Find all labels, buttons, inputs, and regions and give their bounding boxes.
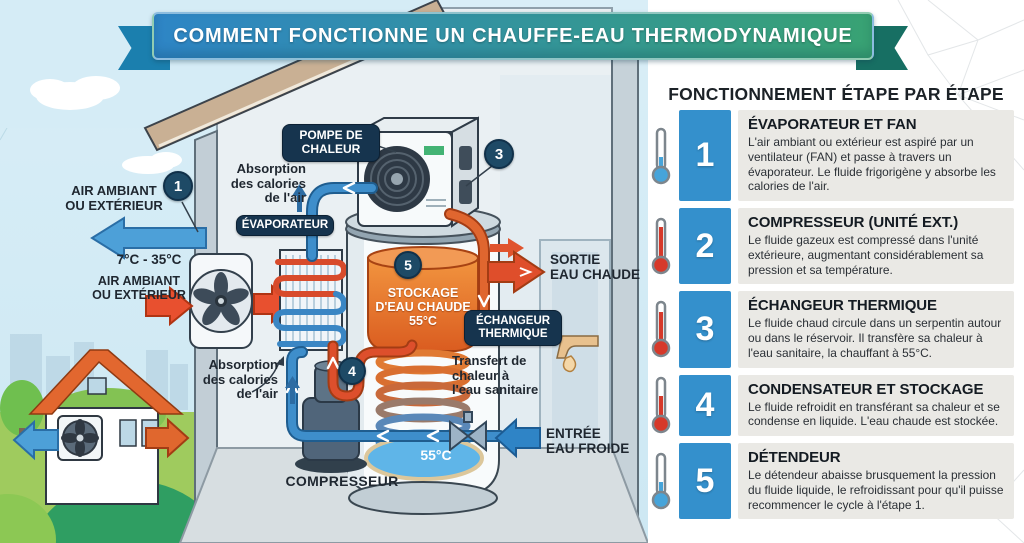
pipe-unit-to-tank (446, 210, 488, 340)
valve-icon (449, 411, 487, 453)
step-number: 1 (679, 110, 731, 201)
diagram-badge-4: 4 (338, 357, 366, 385)
air-rise-arrows (285, 184, 307, 404)
label-transfert-chaleur: Transfert de chaleur à l'eau sanitaire (452, 353, 539, 398)
wall-fan-blades (193, 272, 249, 326)
thermometer-hot-icon (651, 217, 671, 275)
badge-pompe-de-chaleur: POMPE DE CHALEUR (282, 124, 380, 162)
step-description: Le fluide chaud circule dans un serpenti… (748, 316, 1002, 360)
badge-evaporateur: ÉVAPORATEUR (236, 215, 334, 237)
air-in-arrow (145, 285, 194, 327)
step-description: Le fluide refroidit en transférant sa ch… (748, 399, 1000, 429)
wall-fan (189, 253, 253, 349)
thermometer-cold-icon (651, 127, 671, 184)
step-card: CONDENSATEUR ET STOCKAGE Le fluide refro… (738, 374, 1014, 436)
step-number: 4 (679, 374, 731, 436)
title-banner: COMMENT FONCTIONNE UN CHAUFFE-EAU THERMO… (118, 12, 908, 72)
badge-echangeur-thermique: ÉCHANGEUR THERMIQUE (464, 310, 562, 347)
step-card: ÉCHANGEUR THERMIQUE Le fluide chaud circ… (738, 291, 1014, 368)
small-house-icon (12, 349, 190, 505)
thermometer-cold-icon (651, 452, 671, 510)
step-description: Le fluide gazeux est compressé dans l'un… (748, 233, 984, 277)
step-row-1: 1 ÉVAPORATEUR ET FAN L'air ambiant ou ex… (650, 110, 1014, 201)
pompe-pointer (377, 145, 397, 153)
thermometer-hot-icon (651, 301, 671, 358)
step-number: 3 (679, 291, 731, 368)
diagram-illustration: AIR AMBIANT OU EXTÉRIEUR 7°C - 35°C AIR … (0, 0, 648, 543)
step-row-4: 4 CONDENSATEUR ET STOCKAGE Le fluide ref… (650, 374, 1014, 436)
step-row-5: 5 DÉTENDEUR Le détendeur abaisse brusque… (650, 443, 1014, 520)
step-title: ÉCHANGEUR THERMIQUE (748, 297, 937, 315)
step-number: 2 (679, 208, 731, 285)
hot-water-out-arrow (487, 250, 546, 294)
step-title: ÉVAPORATEUR ET FAN (748, 116, 917, 133)
pipe-evap-to-unit (308, 184, 376, 260)
house-fan-blades (61, 419, 99, 457)
banner-ribbon: COMMENT FONCTIONNE UN CHAUFFE-EAU THERMO… (152, 12, 874, 60)
water-drop-icon (562, 355, 577, 373)
label-temp-range: 7°C - 35°C (116, 252, 182, 267)
thermometer-hot-icon (651, 377, 671, 434)
step-row-3: 3 ÉCHANGEUR THERMIQUE Le fluide chaud ci… (650, 291, 1014, 368)
step-description: L'air ambiant ou extérieur est aspiré pa… (748, 135, 996, 194)
step-card: DÉTENDEUR Le détendeur abaisse brusqueme… (738, 443, 1014, 520)
diagram-badge-5: 5 (394, 251, 422, 279)
step-card: COMPRESSEUR (UNITÉ EXT.) Le fluide gazeu… (738, 208, 1014, 285)
outdoor-unit (357, 116, 479, 228)
step-title: DÉTENDEUR (748, 449, 841, 466)
step-number: 5 (679, 443, 731, 520)
pipe-cold-water (288, 348, 504, 440)
unit-label (424, 146, 444, 155)
step-row-2: 2 COMPRESSEUR (UNITÉ EXT.) Le fluide gaz… (650, 208, 1014, 285)
label-entree-eau-froide: ENTRÉE EAU FROIDE (546, 426, 630, 457)
label-stockage: STOCKAGE D'EAU CHAUDE 55°C (375, 286, 471, 328)
badge3-pointer (465, 165, 493, 187)
label-sortie-eau-chaude: SORTIE EAU CHAUDE (550, 252, 641, 283)
evaporator-coil (272, 249, 348, 351)
label-absorption-top: Absorption des calories de l'air (230, 161, 306, 206)
cold-air-out-arrow (12, 419, 59, 461)
steps-panel: FONCTIONNEMENT ÉTAPE PAR ÉTAPE 1 ÉVAPORA… (648, 0, 1024, 543)
cold-water-in-arrow (494, 417, 541, 459)
label-absorption-bottom: Absorption des calories de l'air (202, 357, 278, 402)
label-air-ambient-bottom: AIR AMBIANT OU EXTÉRIEUR (92, 274, 186, 302)
steps-list: 1 ÉVAPORATEUR ET FAN L'air ambiant ou ex… (650, 110, 1014, 520)
diagram-badge-3: 3 (484, 139, 514, 169)
label-air-ambient-top: AIR AMBIANT OU EXTÉRIEUR (65, 183, 163, 213)
step-title: COMPRESSEUR (UNITÉ EXT.) (748, 214, 959, 231)
step-title: CONDENSATEUR ET STOCKAGE (748, 380, 984, 398)
banner-title: COMMENT FONCTIONNE UN CHAUFFE-EAU THERMO… (173, 24, 853, 47)
diagram-badge-1: 1 (163, 171, 193, 201)
clouds (30, 76, 182, 174)
diagram-art (0, 0, 648, 543)
house-roof (28, 349, 185, 415)
steps-panel-title: FONCTIONNEMENT ÉTAPE PAR ÉTAPE (668, 84, 1004, 104)
badge1-pointer (181, 201, 199, 233)
warm-air-arrow (145, 417, 190, 459)
step-description: Le détendeur abaisse brusquement la pres… (748, 468, 1004, 512)
label-tank-temp: 55°C (420, 447, 452, 463)
faucet-icon (556, 335, 599, 373)
step-card: ÉVAPORATEUR ET FAN L'air ambiant ou exté… (738, 110, 1014, 201)
label-compresseur: COMPRESSEUR (285, 473, 399, 489)
air-exit-arrow (90, 216, 207, 260)
